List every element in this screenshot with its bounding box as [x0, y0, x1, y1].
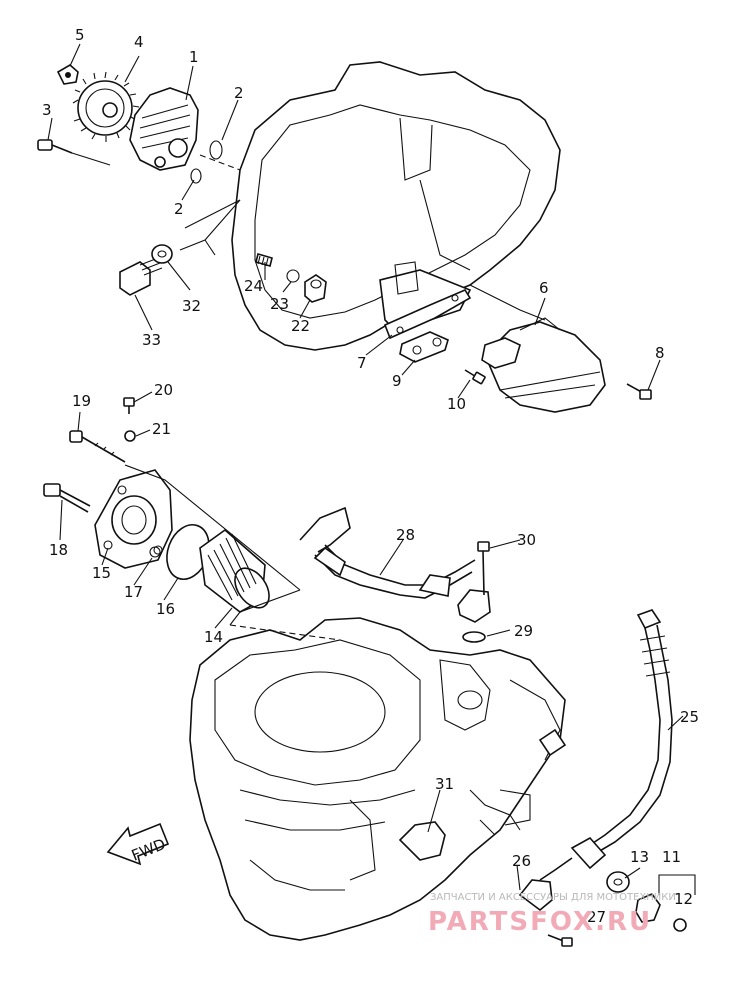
watermark-logo: PARTSFOX.RU [428, 907, 652, 937]
small-bolt-3 [37, 139, 111, 166]
oil-pump-gear [72, 71, 140, 142]
label-part-31: 31 [435, 775, 454, 793]
label-part-27: 27 [587, 908, 606, 926]
oil-pump-body [129, 87, 199, 171]
collar-22 [304, 274, 327, 303]
label-part-1: 1 [189, 48, 199, 66]
upper-crankcase-half [231, 61, 561, 351]
bolt-10 [464, 369, 486, 385]
label-part-11: 11 [662, 848, 681, 866]
label-part-10: 10 [447, 395, 466, 413]
watermark-caption: ЗАПЧАСТИ И АКСЕССУАРЫ ДЛЯ МОТОТЕХНИКИ [430, 892, 676, 903]
forward-arrow: FWD [106, 822, 170, 866]
label-part-17: 17 [124, 583, 143, 601]
label-part-13: 13 [630, 848, 649, 866]
lower-crankcase [189, 617, 567, 941]
bolt-30 [477, 541, 490, 596]
label-part-19: 19 [72, 392, 91, 410]
plate-9 [399, 331, 449, 363]
o-ring-17 [149, 546, 161, 558]
label-part-28: 28 [396, 526, 415, 544]
label-part-33: 33 [142, 331, 161, 349]
label-part-18: 18 [49, 541, 68, 559]
bolt-8 [626, 383, 652, 400]
label-part-2a: 2 [234, 84, 244, 102]
washer-13 [606, 871, 630, 893]
label-part-16: 16 [156, 600, 175, 618]
fitting-27 [518, 879, 573, 947]
label-part-8: 8 [655, 344, 665, 362]
gasket-29 [462, 631, 486, 643]
label-part-14: 14 [204, 628, 223, 646]
label-part-6: 6 [539, 279, 549, 297]
nut-21 [124, 430, 136, 442]
o-ring-23 [286, 269, 300, 283]
washer-5 [56, 64, 79, 85]
dowel-24 [255, 253, 273, 267]
label-part-24: 24 [244, 277, 263, 295]
label-part-20: 20 [154, 381, 173, 399]
label-part-21: 21 [152, 420, 171, 438]
label-part-15: 15 [92, 564, 111, 582]
bolt-12 [635, 893, 661, 923]
oil-pipe-28 [299, 506, 491, 623]
label-part-26: 26 [512, 852, 531, 870]
label-part-32: 32 [182, 297, 201, 315]
label-part-5: 5 [75, 26, 85, 44]
bolt-19 [69, 430, 126, 463]
label-part-30: 30 [517, 531, 536, 549]
bolt-20 [123, 397, 135, 414]
label-part-23: 23 [270, 295, 289, 313]
label-part-3: 3 [42, 101, 52, 119]
oil-hose-25 [539, 609, 673, 881]
oil-strainer-6 [481, 317, 606, 413]
bolt-18 [43, 483, 91, 513]
label-part-4: 4 [134, 33, 144, 51]
bracket-7 [383, 288, 472, 340]
label-part-29: 29 [514, 622, 533, 640]
bolt-11 [673, 918, 687, 932]
o-rings-2 [190, 140, 223, 184]
label-part-25: 25 [680, 708, 699, 726]
gasket-32 [151, 244, 173, 264]
label-part-2b: 2 [174, 200, 184, 218]
label-part-12: 12 [674, 890, 693, 908]
label-part-9: 9 [392, 372, 402, 390]
label-part-7: 7 [357, 354, 367, 372]
oil-filter-element-14 [199, 528, 270, 613]
label-part-22: 22 [291, 317, 310, 335]
filter-cover-15 [94, 469, 173, 569]
drain-bolt-33 [119, 257, 163, 296]
